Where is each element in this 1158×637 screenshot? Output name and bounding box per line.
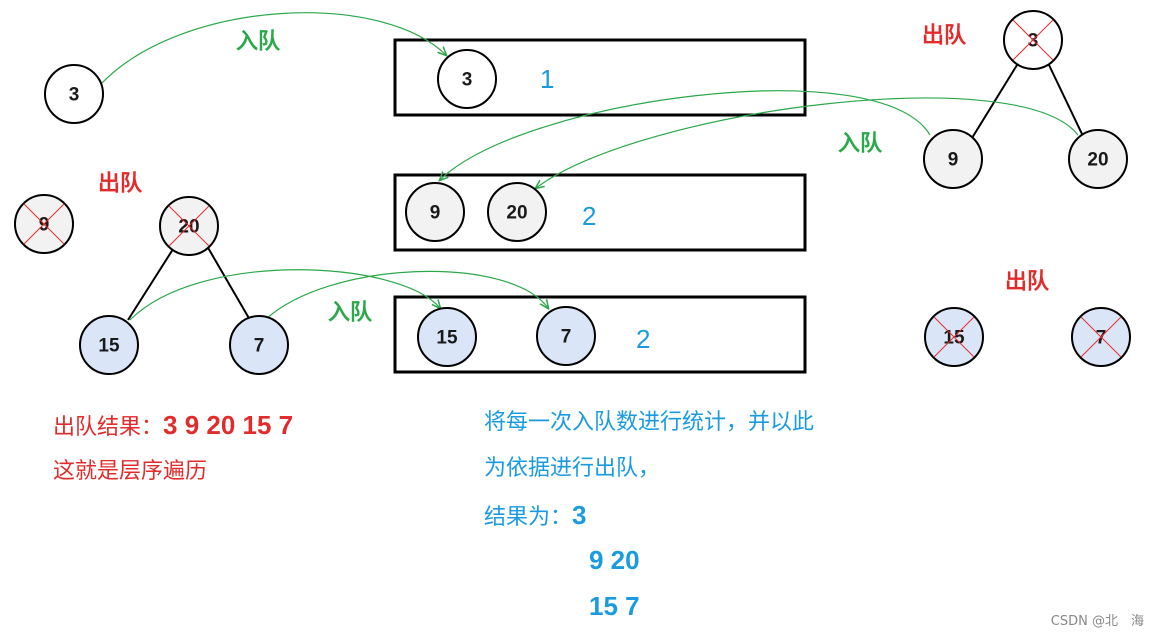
edge-3-20	[1048, 64, 1083, 135]
node-15-in-queue: 15	[417, 307, 477, 367]
dequeue-result-values: 3 9 20 15 7	[163, 410, 294, 440]
node-3-source: 3	[44, 64, 104, 124]
dequeue-label-2: 出队	[98, 172, 143, 197]
svg-text:3: 3	[462, 70, 473, 91]
node-15-tree: 15	[79, 315, 139, 375]
svg-text:7: 7	[561, 327, 572, 348]
result-prefix: 结果为：	[484, 505, 573, 530]
dequeue-label-3: 出队	[1005, 270, 1050, 295]
result-level-2: 9 20	[589, 545, 640, 575]
svg-text:7: 7	[1096, 328, 1107, 349]
arrow-enqueue-9	[440, 90, 931, 180]
svg-text:3: 3	[1028, 31, 1039, 52]
dequeue-result-prefix: 出队结果：	[53, 415, 164, 440]
result-level-1: 3	[572, 500, 587, 530]
svg-text:9: 9	[430, 203, 441, 224]
explanation-line-2: 为依据进行出队，	[484, 456, 661, 481]
enqueue-label-3: 入队	[328, 301, 373, 326]
dequeue-label-1: 出队	[922, 24, 967, 49]
queue-box-3	[393, 295, 807, 374]
svg-text:9: 9	[39, 215, 50, 236]
result-level-3: 15 7	[589, 591, 640, 621]
svg-text:20: 20	[506, 203, 527, 224]
watermark: CSDN @北 海	[1050, 614, 1144, 629]
svg-text:9: 9	[948, 150, 959, 171]
node-9-tree: 9	[923, 129, 983, 189]
explanation-line-1: 将每一次入队数进行统计，并以此	[484, 410, 815, 435]
node-7-dequeued: 7	[1071, 307, 1131, 367]
node-3-in-queue: 3	[437, 49, 497, 109]
queue-box-1	[393, 38, 807, 117]
node-15-dequeued: 15	[924, 307, 984, 367]
node-9-dequeued: 9	[14, 194, 74, 254]
svg-text:15: 15	[436, 328, 458, 349]
node-3-dequeued: 3	[1003, 10, 1063, 70]
node-20-dequeued: 20	[159, 196, 219, 256]
svg-text:3: 3	[69, 85, 80, 106]
arrow-enqueue-7	[264, 270, 548, 321]
queue-count-1: 1	[540, 64, 554, 94]
svg-text:7: 7	[254, 336, 265, 357]
node-20-tree: 20	[1068, 129, 1128, 189]
enqueue-label-2: 入队	[838, 132, 883, 157]
node-7-tree: 7	[229, 315, 289, 375]
result-line: 结果为：3	[484, 500, 586, 533]
dequeue-result-line: 出队结果：3 9 20 15 7	[53, 410, 293, 443]
arrow-enqueue-3	[99, 12, 446, 86]
queue-box-2	[393, 173, 807, 252]
svg-text:20: 20	[1087, 150, 1108, 171]
node-9-in-queue: 9	[405, 182, 465, 242]
arrow-enqueue-15	[129, 269, 440, 321]
node-20-in-queue: 20	[487, 182, 547, 242]
queue-count-2: 2	[582, 201, 596, 231]
node-7-in-queue: 7	[536, 306, 596, 366]
edge-20-15	[127, 245, 176, 321]
arrow-enqueue-20	[536, 97, 1079, 188]
svg-text:15: 15	[98, 336, 120, 357]
queue-count-3: 2	[636, 324, 650, 354]
enqueue-label-1: 入队	[236, 30, 281, 55]
level-order-note: 这就是层序遍历	[53, 459, 208, 484]
edge-20-7	[206, 245, 251, 321]
svg-text:20: 20	[178, 217, 199, 238]
